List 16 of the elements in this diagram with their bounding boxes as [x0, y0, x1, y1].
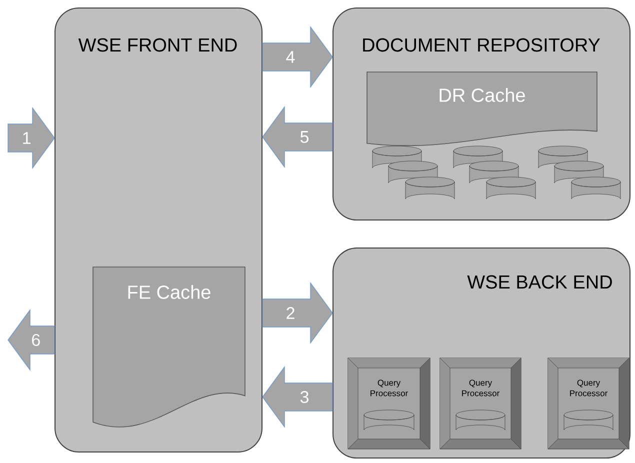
- block-arrow: [262, 282, 333, 344]
- query-processor-box: Query Processor: [440, 358, 522, 450]
- block-arrow: [262, 366, 333, 428]
- edge-label: 1: [23, 132, 30, 144]
- block-arrow: [8, 308, 55, 372]
- edge-label: 5: [300, 131, 308, 143]
- edge-label: 3: [300, 390, 308, 404]
- edge-label: 2: [286, 307, 294, 319]
- edge-label: 4: [286, 51, 295, 63]
- cache-document: DR Cache: [366, 72, 598, 146]
- query-processor-box: Query Processor: [348, 358, 430, 450]
- edge-label: 6: [32, 334, 40, 346]
- block-arrow: [8, 106, 55, 170]
- query-processor-box: Query Processor: [548, 358, 630, 450]
- block-arrow: [262, 106, 333, 168]
- block-arrow: [262, 26, 333, 88]
